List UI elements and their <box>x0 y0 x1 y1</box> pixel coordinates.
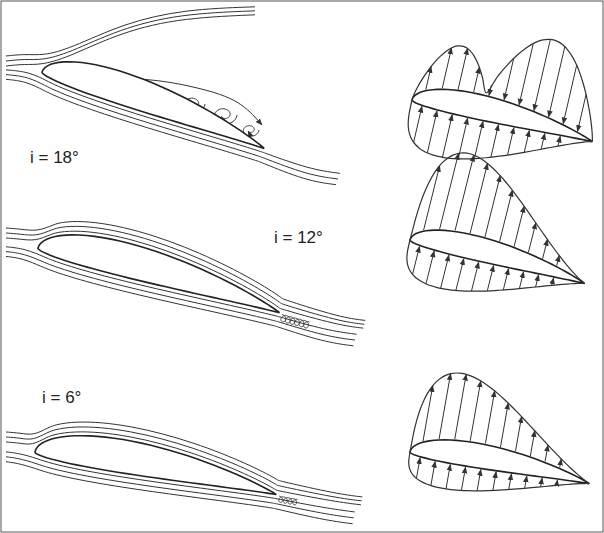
pressure-arrow <box>487 265 493 290</box>
pressure-arrow <box>500 190 513 241</box>
angle-label: i = 18° <box>28 148 81 168</box>
streamline <box>6 432 361 505</box>
streamline <box>6 427 362 501</box>
pressure-arrow <box>509 474 512 490</box>
pressure-arrow <box>519 272 523 289</box>
streamline <box>6 422 362 497</box>
pressure-arrow <box>491 125 499 158</box>
pressure-arrow <box>536 275 539 287</box>
pressure-arrow <box>563 65 577 124</box>
pressure-arrow <box>413 246 420 274</box>
pressure-arrow <box>416 458 420 479</box>
pressure-envelope <box>409 452 590 491</box>
pressure-arrow <box>442 48 451 88</box>
streamline <box>6 15 255 66</box>
streamline <box>6 222 365 321</box>
pressure-arrow <box>456 259 464 291</box>
pressure-arrow <box>471 262 478 291</box>
pressure-envelope <box>410 153 585 284</box>
pressure-arrow <box>552 278 554 286</box>
pressure-arrow <box>442 115 452 158</box>
pressure-arrow <box>541 478 543 487</box>
pressure-arrow <box>557 256 560 266</box>
pressure-arrow <box>455 155 474 230</box>
pressure-arrow <box>503 269 508 290</box>
pressure-arrow <box>485 176 500 237</box>
pressure-arrow <box>543 239 548 258</box>
pressure-arrow <box>534 39 550 110</box>
airfoil <box>410 440 589 484</box>
pressure-arrow <box>455 374 466 439</box>
pressure-arrow <box>446 464 450 488</box>
pressure-arrow <box>470 163 487 233</box>
pressure-arrow <box>426 251 434 284</box>
pressure-envelope <box>407 240 585 291</box>
pressure-arrow <box>493 472 496 491</box>
pressure-arrows <box>407 39 592 490</box>
airfoil <box>38 235 279 313</box>
pressure-arrow <box>489 85 491 96</box>
pressure-arrow <box>556 480 558 485</box>
streamlines <box>6 7 365 524</box>
airfoil <box>410 230 585 283</box>
pressure-arrow <box>431 461 435 485</box>
pressure-arrow <box>528 223 535 253</box>
pressure-arrow <box>470 381 481 441</box>
pressure-arrow <box>500 403 508 447</box>
pressure-envelope <box>408 100 592 159</box>
pressure-arrow <box>474 122 483 159</box>
pressure-arrow <box>558 136 560 146</box>
pressure-arrow <box>461 467 465 490</box>
streamline <box>6 7 255 56</box>
pressure-arrow <box>477 470 481 491</box>
pressure-arrow <box>441 255 449 288</box>
pressure-arrow <box>578 94 587 131</box>
pressure-arrow <box>515 417 521 452</box>
pressure-arrow <box>545 445 548 461</box>
streamline <box>279 496 298 505</box>
pressure-arrow <box>504 58 514 99</box>
pressure-arrow <box>474 67 480 92</box>
pressure-arrow <box>541 133 545 149</box>
pressure-arrow <box>508 128 514 155</box>
pressure-envelope <box>412 39 592 141</box>
airfoils <box>35 62 592 495</box>
pressure-arrow <box>530 431 534 456</box>
pressure-arrow <box>485 391 494 444</box>
streamline <box>281 314 310 328</box>
airfoil <box>42 62 264 149</box>
pressure-envelope <box>410 373 589 484</box>
streamline <box>6 11 255 61</box>
pressure-arrow <box>423 386 433 442</box>
pressure-arrow <box>458 49 467 90</box>
airfoil <box>35 436 276 495</box>
pressure-arrow <box>414 106 422 142</box>
pressure-arrow <box>514 206 524 246</box>
pressure-arrow <box>525 476 527 488</box>
pressure-arrow <box>549 47 565 117</box>
pressure-arrow <box>439 374 451 439</box>
streamline <box>6 226 364 324</box>
pressure-arrow <box>426 67 431 90</box>
angle-label: i = 12° <box>272 228 325 248</box>
pressure-arrow <box>427 111 437 153</box>
pressure-arrow <box>524 131 529 153</box>
streamline <box>6 75 338 179</box>
pressure-arrow <box>519 43 533 104</box>
pressure-arrow <box>440 153 459 229</box>
pressure-arrow <box>560 459 562 468</box>
pressure-arrow <box>424 166 440 231</box>
angle-label: i = 6° <box>40 388 83 408</box>
